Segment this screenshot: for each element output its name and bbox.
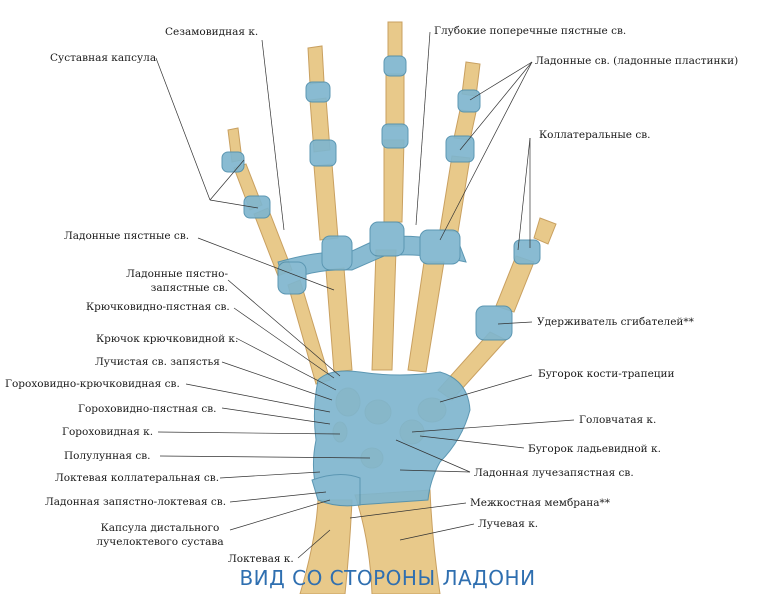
label-ulnar-collateral: Локтевая коллатеральная св. [55, 472, 220, 484]
label-palmar-carpometacarpal-2: запястные св. [150, 282, 228, 294]
ligaments [221, 55, 541, 507]
label-scaphoid-tubercle: Бугорок ладьевидной к. [528, 443, 661, 455]
radius-bone [354, 489, 441, 594]
forearm-bones [299, 489, 441, 594]
label-deep-transverse: Глубокие поперечные пястные св. [434, 25, 627, 37]
leader-lines [155, 31, 575, 559]
label-flexor-retinaculum: Удерживатель сгибателей** [537, 316, 694, 328]
label-palmar-radiocarpal: Ладонная лучезапястная св. [474, 467, 634, 479]
label-hook-of-hamate: Крючок крючковидной к. [96, 333, 239, 345]
label-interosseous: Межкостная мембрана** [470, 497, 611, 509]
label-palmar-metacarpal: Ладонные пястные св. [64, 230, 190, 242]
label-sesamoid: Сезамовидная к. [165, 26, 259, 38]
label-ulna: Локтевая к. [228, 553, 294, 565]
label-palmar-ulnocarpal: Ладонная запястно-локтевая св. [45, 496, 227, 508]
label-hamate-metacarpal: Крючковидно-пястная св. [86, 301, 230, 313]
label-pisometacarpal: Гороховидно-пястная св. [78, 403, 217, 415]
label-joint-capsule: Суставная капсула [50, 52, 157, 64]
finger-bones [227, 21, 557, 401]
label-trapezium-tubercle: Бугорок кости-трапеции [538, 368, 675, 380]
label-pisohamate: Гороховидно-крючковидная св. [5, 378, 180, 390]
label-capitate: Головчатая к. [579, 414, 657, 426]
label-capsule-druj-1: Капсула дистального [100, 522, 220, 534]
label-capsule-druj-2: лучелоктевого сустава [96, 536, 224, 548]
distal-radioulnar-capsule [311, 474, 361, 507]
ulna-bone [299, 499, 353, 594]
label-radiate-carpal: Лучистая св. запястья [95, 356, 220, 368]
diagram-caption: ВИД СО СТОРОНЫ ЛАДОНИ [239, 566, 536, 590]
label-palmar-plates: Ладонные св. (ладонные пластинки) [535, 55, 739, 67]
label-palmar-carpometacarpal-1: Ладонные пястно- [126, 268, 228, 280]
label-lunate: Полулунная св. [64, 450, 151, 462]
label-radius: Лучевая к. [478, 518, 539, 530]
label-pisiform: Гороховидная к. [62, 426, 154, 438]
carpal-ligament-complex [312, 370, 471, 506]
label-collateral: Коллатеральные св. [539, 129, 651, 141]
